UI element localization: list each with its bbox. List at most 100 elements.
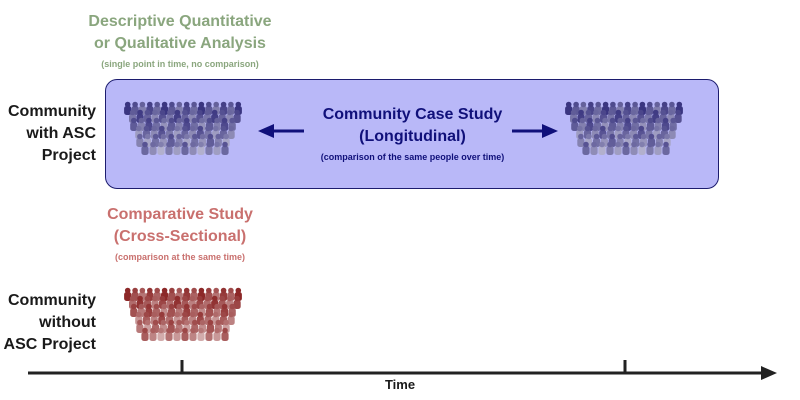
crowd-person-head xyxy=(138,117,145,124)
row-label-line: Community xyxy=(8,292,96,309)
crowd-person-head xyxy=(142,141,148,148)
crowd-person-head xyxy=(147,287,153,294)
crowd-person-head xyxy=(205,311,211,318)
crowd-person-head xyxy=(182,327,188,334)
row-label-line: ASC Project xyxy=(3,336,96,353)
crowd-person-head xyxy=(639,141,645,148)
crowd-person-head xyxy=(570,109,577,116)
crowd-person-head xyxy=(206,117,213,124)
crowd-person-head xyxy=(661,101,668,108)
crowd-person-head xyxy=(167,295,173,302)
crowd-person-head xyxy=(647,141,653,148)
crowd-person-head xyxy=(153,303,160,310)
crowd-person-head xyxy=(631,141,637,148)
crowd-person-head xyxy=(191,101,197,108)
crowd-person-head xyxy=(655,117,661,124)
crowd-person-head xyxy=(154,287,160,294)
crowd-person-head xyxy=(577,125,583,132)
crowd-person-head xyxy=(144,295,151,302)
crowd-person-body xyxy=(136,324,144,333)
crowd-person-body xyxy=(582,146,590,155)
crowd-person-head xyxy=(615,141,621,148)
descriptive-analysis-label: Descriptive Quantitative or Qualitative … xyxy=(60,11,300,69)
crowd-person-head xyxy=(584,125,591,132)
crowd-person-head xyxy=(592,125,598,132)
crowd-person-head xyxy=(609,117,616,124)
crowd-person-head xyxy=(192,133,198,140)
crowd-person-head xyxy=(586,133,592,140)
crowd-person-head xyxy=(600,109,607,116)
comparative-study-label: Comparative Study (Cross-Sectional) (com… xyxy=(80,204,280,262)
crowd-person-head xyxy=(174,125,180,132)
crowd-person-head xyxy=(661,125,668,132)
crowd-person-head xyxy=(599,141,605,148)
crowd-person-body xyxy=(571,122,579,131)
crowd-person-head xyxy=(212,311,219,318)
crowd-person-body xyxy=(674,114,682,123)
crowd-person-head xyxy=(212,125,219,132)
crowd-person-head xyxy=(639,101,646,108)
crowd-person-head xyxy=(601,133,608,140)
crowd-person-head xyxy=(219,295,225,302)
crowd-person-head xyxy=(215,319,222,326)
crowd-person-head xyxy=(198,141,204,148)
crowd-person-head xyxy=(166,125,173,132)
crowd-person-head xyxy=(146,117,152,124)
crowd-person-head xyxy=(174,327,180,334)
crowd-person-head xyxy=(623,109,629,116)
crowd-person-head xyxy=(184,303,190,310)
crowd-person-head xyxy=(146,303,152,310)
crowd-person-head xyxy=(176,287,183,294)
row-label-line: without xyxy=(39,314,96,331)
crowd-person-head xyxy=(198,101,205,108)
left-arrow-icon xyxy=(258,124,304,138)
crowd-person-head xyxy=(623,141,629,148)
crowd-person-head xyxy=(161,117,167,124)
crowd-person-head xyxy=(139,287,146,294)
crowd-person-head xyxy=(174,141,180,148)
crowd-with-project-after-icon xyxy=(565,101,683,155)
comparative-subtitle: (comparison at the same time) xyxy=(114,252,246,262)
case-study-title-line: Community Case Study xyxy=(322,106,503,123)
crowd-person-head xyxy=(206,141,212,148)
crowd-person-head xyxy=(161,287,168,294)
crowd-person-head xyxy=(228,101,234,108)
crowd-person-head xyxy=(197,311,204,318)
row-label-line: with ASC xyxy=(26,125,96,142)
crowd-person-head xyxy=(152,319,159,326)
crowd-person-head xyxy=(169,101,175,108)
crowd-person-head xyxy=(211,109,218,116)
crowd-person-head xyxy=(152,133,159,140)
crowd-person-head xyxy=(174,311,180,318)
crowd-person-head xyxy=(137,109,143,116)
crowd-person-head xyxy=(206,287,212,294)
crowd-person-head xyxy=(222,327,228,334)
crowd-person-head xyxy=(152,109,158,116)
crowd-person-head xyxy=(207,133,214,140)
crowd-person-head xyxy=(219,109,225,116)
crowd-person-head xyxy=(191,303,198,310)
crowd-person-head xyxy=(229,117,235,124)
crowd-person-head xyxy=(139,101,146,108)
crowd-without-project-icon xyxy=(124,287,242,341)
crowd-person-head xyxy=(593,109,599,116)
case-study-subtitle: (comparison of the same people over time… xyxy=(320,152,505,162)
crowd-person-body xyxy=(205,146,213,155)
crowd-person-head xyxy=(206,327,212,334)
crowd-person-body xyxy=(130,122,138,131)
crowd-person-head xyxy=(182,311,188,318)
crowd-person-head xyxy=(656,133,663,140)
crowd-person-body xyxy=(221,146,229,155)
crowd-person-head xyxy=(670,117,676,124)
crowd-person-head xyxy=(624,101,631,108)
crowd-person-head xyxy=(220,311,227,318)
crowd-person-head xyxy=(161,303,167,310)
crowd-person-head xyxy=(638,109,644,116)
crowd-person-head xyxy=(579,117,586,124)
crowd-person-head xyxy=(623,125,629,132)
crowd-person-head xyxy=(223,319,229,326)
crowd-person-head xyxy=(168,133,174,140)
crowd-person-head xyxy=(204,109,211,116)
crowd-person-head xyxy=(602,117,608,124)
crowd-person-head xyxy=(235,101,242,108)
